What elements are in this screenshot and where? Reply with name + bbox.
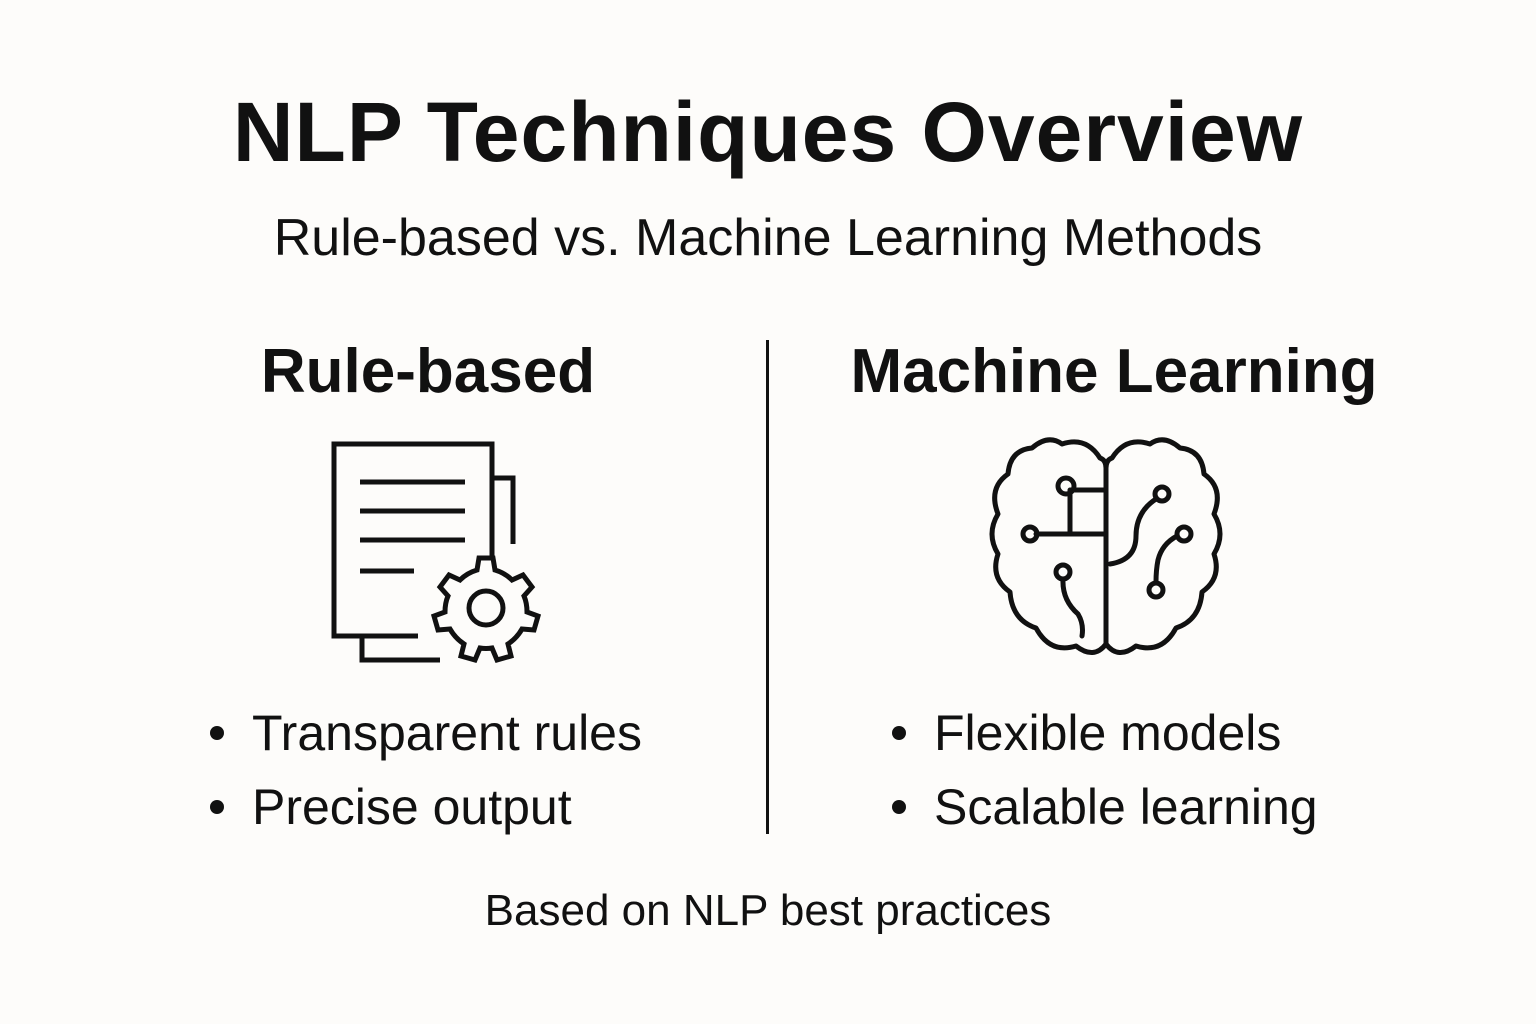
footer-note: Based on NLP best practices [484,886,1052,935]
machine-learning-heading: Machine Learning [850,337,1378,406]
bullet-dot [892,726,906,740]
machine-learning-bullet-list: Flexible models Scalable learning [892,696,1318,844]
list-item: Precise output [210,770,642,844]
page-subtitle: Rule-based vs. Machine Learning Methods [273,209,1263,267]
document-gear-icon [318,432,558,672]
list-item: Scalable learning [892,770,1318,844]
bullet-dot [892,800,906,814]
list-item-label: Flexible models [934,705,1282,761]
rule-based-heading: Rule-based [260,337,596,406]
list-item: Flexible models [892,696,1318,770]
rule-based-bullet-list: Transparent rules Precise output [210,696,642,844]
list-item-label: Scalable learning [934,779,1318,835]
page-title: NLP Techniques Overview [232,85,1304,179]
bullet-dot [210,800,224,814]
list-item: Transparent rules [210,696,642,770]
list-item-label: Transparent rules [252,705,642,761]
bullet-dot [210,726,224,740]
brain-circuit-icon [986,432,1236,672]
list-item-label: Precise output [252,779,572,835]
column-divider [766,340,769,834]
